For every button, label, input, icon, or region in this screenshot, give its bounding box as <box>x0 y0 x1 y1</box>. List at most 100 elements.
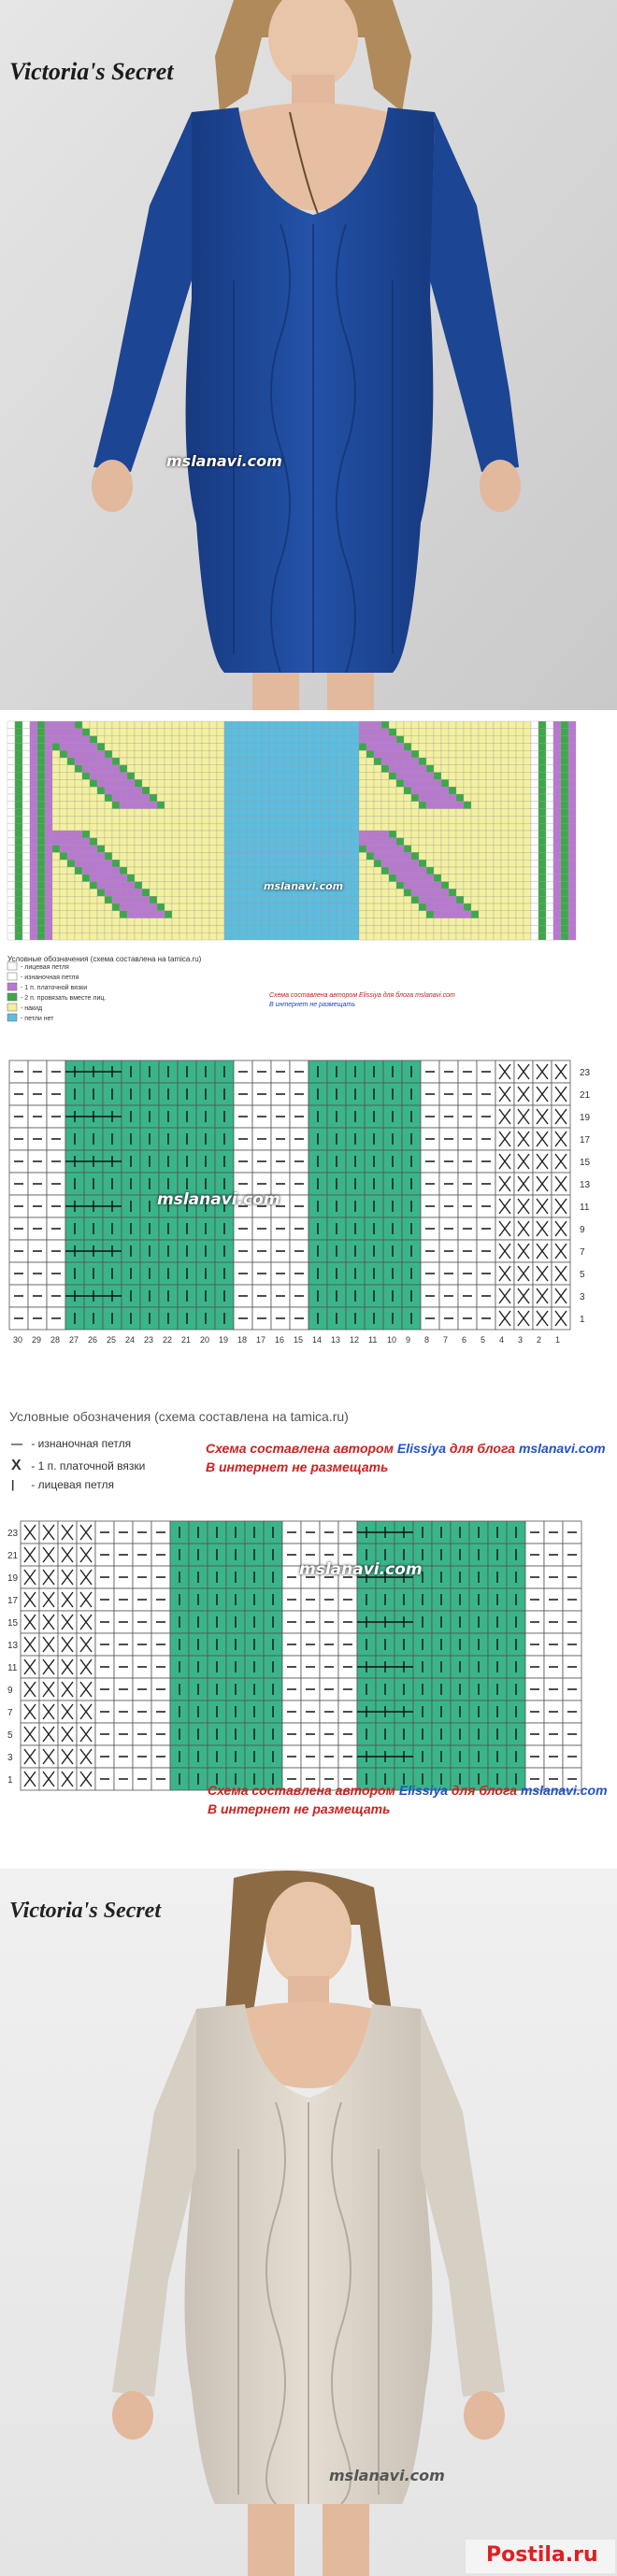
color-chart-cell <box>567 816 577 824</box>
color-chart-cell <box>223 787 233 795</box>
color-chart-cell <box>567 779 577 788</box>
color-chart-cell <box>523 874 532 882</box>
color-chart-cell <box>508 874 517 882</box>
color-chart-cell <box>552 728 562 736</box>
color-chart-cell <box>470 735 480 744</box>
color-chart-cell <box>111 764 121 773</box>
color-chart-cell <box>238 896 248 904</box>
color-chart-cell <box>253 845 263 853</box>
color-chart-cell <box>246 720 255 729</box>
color-chart-cell <box>283 772 293 780</box>
color-chart-cell <box>246 816 255 824</box>
color-chart-cell <box>552 910 562 918</box>
color-chart-cell <box>418 845 427 853</box>
color-chart-cell <box>523 735 532 744</box>
color-chart-cell <box>493 787 502 795</box>
color-chart-cell <box>500 787 509 795</box>
color-chart-cell <box>388 874 397 882</box>
garter-stitch-mark <box>42 1614 55 1630</box>
color-chart-cell <box>104 881 113 890</box>
color-chart-cell <box>22 852 31 861</box>
color-chart-cell <box>268 787 278 795</box>
color-chart-cell <box>44 728 53 736</box>
color-chart-cell <box>523 793 532 802</box>
color-chart-cell <box>36 852 46 861</box>
color-chart-cell <box>59 925 68 933</box>
color-chart-cell <box>343 852 352 861</box>
color-chart-cell <box>380 728 390 736</box>
color-chart-cell <box>81 837 91 846</box>
chart-row-number: 19 <box>7 1573 19 1584</box>
color-chart-cell <box>358 779 367 788</box>
garter-stitch-mark <box>498 1086 511 1103</box>
color-chart-cell <box>508 845 517 853</box>
garter-stitch-mark <box>517 1153 530 1170</box>
color-chart-cell <box>253 728 263 736</box>
color-chart-cell <box>328 808 337 817</box>
color-chart-cell <box>104 728 113 736</box>
color-chart-cell <box>448 787 457 795</box>
garter-stitch-mark <box>42 1591 55 1608</box>
garter-stitch-mark <box>42 1703 55 1720</box>
color-chart-cell <box>455 845 465 853</box>
credit-2-prefix: Схема составлена автором <box>208 1783 399 1798</box>
watermark-top-photo: mslanavi.com <box>166 452 282 470</box>
garter-stitch-mark <box>554 1063 567 1080</box>
color-chart-cell <box>51 757 61 765</box>
color-chart-cell <box>298 910 308 918</box>
color-chart-cell <box>448 720 457 729</box>
color-chart-cell <box>380 837 390 846</box>
color-chart-cell <box>7 852 16 861</box>
color-chart-cell <box>164 889 173 897</box>
color-chart-cell <box>208 860 218 868</box>
color-chart-cell <box>74 874 83 882</box>
color-chart-cell <box>276 764 285 773</box>
color-chart-cell <box>485 750 495 759</box>
color-chart-cell <box>515 764 524 773</box>
color-chart-cell <box>336 852 345 861</box>
color-chart-cell <box>403 823 412 832</box>
color-chart-cell <box>194 787 203 795</box>
credit-block-1: Схема составлена автором Elissiya для бл… <box>206 1441 606 1474</box>
color-chart-cell <box>433 896 442 904</box>
color-chart-cell <box>538 860 547 868</box>
color-chart-cell <box>134 787 143 795</box>
color-chart-cell <box>74 860 83 868</box>
color-chart-cell <box>74 823 83 832</box>
color-chart-cell <box>455 860 465 868</box>
color-chart-cell <box>485 918 495 926</box>
color-chart-cell <box>366 808 375 817</box>
color-chart-cell <box>552 925 562 933</box>
color-chart-cell <box>81 772 91 780</box>
color-chart-cell <box>59 845 68 853</box>
color-chart-cell <box>508 720 517 729</box>
color-chart-cell <box>373 932 382 941</box>
color-chart-cell <box>425 808 435 817</box>
color-chart-cell <box>291 837 300 846</box>
color-chart-cell <box>538 837 547 846</box>
color-chart-cell <box>74 801 83 809</box>
color-chart-cell <box>22 743 31 751</box>
color-chart-cell <box>440 918 450 926</box>
color-chart-cell <box>425 793 435 802</box>
color-chart-cell <box>231 852 240 861</box>
color-chart-cell <box>171 874 180 882</box>
color-chart-cell <box>7 728 16 736</box>
color-chart-cell <box>515 808 524 817</box>
garter-stitch-mark <box>79 1771 93 1787</box>
color-chart-cell <box>216 728 225 736</box>
color-chart-cell <box>313 830 323 838</box>
color-chart-cell <box>328 830 337 838</box>
color-chart-cell <box>74 787 83 795</box>
color-chart-cell <box>343 772 352 780</box>
color-chart-cell <box>366 918 375 926</box>
pin-logo[interactable]: Postila.ru <box>466 2540 615 2573</box>
color-chart-cell <box>216 910 225 918</box>
color-chart-cell <box>186 889 195 897</box>
knitting-chart-2: 2321191715131197531123456789101112131415… <box>0 1514 617 1794</box>
color-chart-cell <box>208 801 218 809</box>
color-chart-cell <box>470 764 480 773</box>
color-chart-cell <box>238 772 248 780</box>
color-chart-cell <box>418 896 427 904</box>
color-chart-cell <box>538 808 547 817</box>
